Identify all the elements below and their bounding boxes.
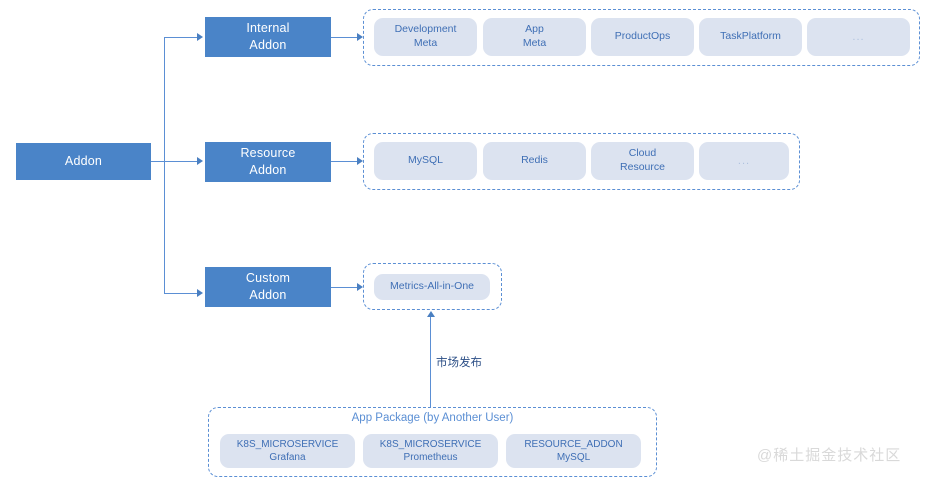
pill-k8s-prometheus-line2: Prometheus xyxy=(403,452,458,463)
pill-cloud-resource-line1: Cloud xyxy=(628,147,657,160)
pill-cloud-resource[interactable]: Cloud Resource xyxy=(591,142,694,180)
connector-custom-to-group xyxy=(331,287,359,288)
pill-metrics-all-in-one[interactable]: Metrics-All-in-One xyxy=(374,274,490,300)
node-custom-addon[interactable]: Custom Addon xyxy=(205,267,331,307)
connector-publish-vertical xyxy=(430,317,431,407)
pill-productops[interactable]: ProductOps xyxy=(591,18,694,56)
connector-branch-internal xyxy=(164,37,198,38)
pill-resource-more[interactable]: ... xyxy=(699,142,789,180)
pill-taskplatform[interactable]: TaskPlatform xyxy=(699,18,802,56)
connector-resource-to-group xyxy=(331,161,359,162)
pill-app-meta-line2: Meta xyxy=(522,37,547,49)
pill-k8s-prometheus[interactable]: K8S_MICROSERVICE Prometheus xyxy=(363,434,498,468)
pill-development-meta[interactable]: Development Meta xyxy=(374,18,477,56)
pill-mysql[interactable]: MySQL xyxy=(374,142,477,180)
arrowhead-resource-group xyxy=(357,157,363,165)
pill-app-meta[interactable]: App Meta xyxy=(483,18,586,56)
arrowhead-resource xyxy=(197,157,203,165)
connector-branch-custom xyxy=(164,293,198,294)
group-internal-addons xyxy=(363,9,920,66)
node-resource-addon[interactable]: Resource Addon xyxy=(205,142,331,182)
pill-metrics-all-in-one-label: Metrics-All-in-One xyxy=(389,280,474,293)
arrowhead-custom xyxy=(197,289,203,297)
pill-development-meta-line2: Meta xyxy=(413,37,438,49)
pill-taskplatform-label: TaskPlatform xyxy=(720,30,781,43)
pill-k8s-grafana-line2: Grafana xyxy=(269,452,306,463)
group-app-package-title: App Package (by Another User) xyxy=(351,412,514,424)
node-resource-addon-line1: Resource xyxy=(240,146,296,161)
pill-development-meta-line1: Development xyxy=(394,23,457,36)
node-addon-root-label: Addon xyxy=(64,154,103,169)
pill-cloud-resource-line2: Resource xyxy=(620,161,665,173)
pill-internal-more-label: ... xyxy=(852,30,865,43)
pill-k8s-grafana-line1: K8S_MICROSERVICE xyxy=(236,439,339,450)
pill-mysql-label: MySQL xyxy=(407,154,443,167)
edge-label-publish: 市场发布 xyxy=(436,357,482,369)
group-resource-addons xyxy=(363,133,800,190)
connector-root-stub xyxy=(151,161,165,162)
connector-branch-resource xyxy=(164,161,198,162)
connector-trunk-vertical xyxy=(164,37,165,293)
connector-internal-to-group xyxy=(331,37,359,38)
arrowhead-internal xyxy=(197,33,203,41)
pill-redis[interactable]: Redis xyxy=(483,142,586,180)
pill-k8s-grafana[interactable]: K8S_MICROSERVICE Grafana xyxy=(220,434,355,468)
arrowhead-custom-group xyxy=(357,283,363,291)
node-internal-addon-line2: Addon xyxy=(249,38,287,52)
watermark: @稀土掘金技术社区 xyxy=(757,447,902,464)
node-internal-addon[interactable]: Internal Addon xyxy=(205,17,331,57)
group-custom-addons xyxy=(363,263,502,310)
pill-k8s-prometheus-line1: K8S_MICROSERVICE xyxy=(379,439,482,450)
pill-resource-more-label: ... xyxy=(737,154,751,167)
node-resource-addon-line2: Addon xyxy=(249,163,287,177)
pill-resource-addon-mysql-line1: RESOURCE_ADDON xyxy=(524,439,623,450)
group-app-package xyxy=(208,407,657,477)
pill-resource-addon-mysql[interactable]: RESOURCE_ADDON MySQL xyxy=(506,434,641,468)
node-internal-addon-line1: Internal xyxy=(246,21,290,36)
pill-resource-addon-mysql-line2: MySQL xyxy=(556,452,591,463)
pill-app-meta-line1: App xyxy=(525,23,544,36)
pill-productops-label: ProductOps xyxy=(614,30,671,43)
arrowhead-publish xyxy=(427,311,435,317)
pill-redis-label: Redis xyxy=(521,154,548,167)
node-addon-root[interactable]: Addon xyxy=(16,143,151,180)
arrowhead-internal-group xyxy=(357,33,363,41)
node-custom-addon-line2: Addon xyxy=(249,288,287,302)
node-custom-addon-line1: Custom xyxy=(245,271,291,286)
pill-internal-more[interactable]: ... xyxy=(807,18,910,56)
